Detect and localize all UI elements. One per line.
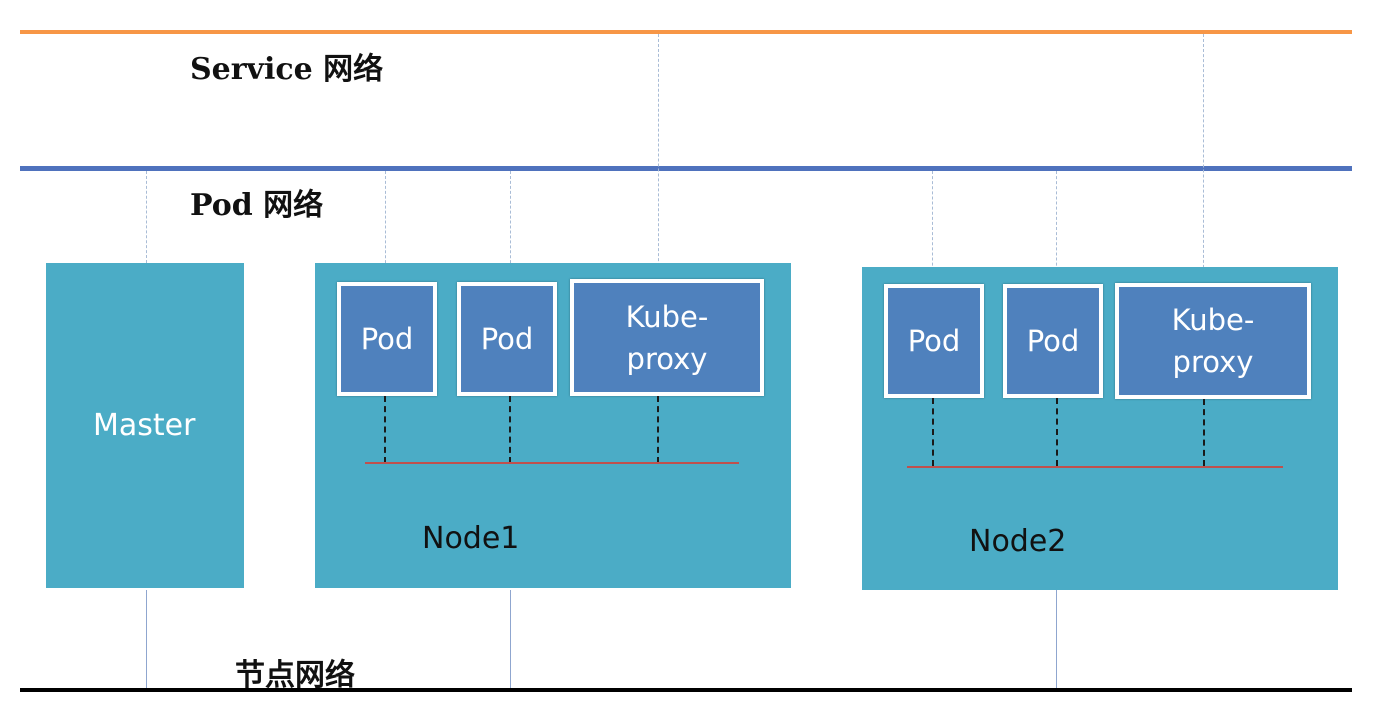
service-network-line	[20, 30, 1352, 34]
node1-pod2: Pod	[457, 282, 557, 396]
pod-connector-node2-pod1	[932, 171, 933, 286]
node-connector-node2	[1056, 590, 1057, 688]
node1-label: Node1	[422, 521, 520, 556]
node1-kube-proxy: Kube- proxy	[570, 279, 764, 396]
node2-bridge	[907, 466, 1283, 468]
pod-network-line	[20, 166, 1352, 171]
node-connector-master	[146, 590, 147, 688]
node-network-label: 节点网络	[235, 658, 355, 693]
node1-box: Pod Pod Kube- proxy Node1	[315, 263, 791, 588]
node1-link-pod2	[509, 396, 511, 463]
node2-kube-proxy: Kube- proxy	[1115, 283, 1311, 399]
node-network-line	[20, 688, 1352, 692]
node2-pod2: Pod	[1003, 284, 1103, 398]
node2-label: Node2	[969, 524, 1067, 559]
service-network-label: Service 网络	[190, 52, 384, 87]
node1-link-pod1	[384, 396, 386, 463]
pod-connector-master	[146, 171, 147, 263]
pod-connector-node1-pod2	[510, 171, 511, 283]
node-connector-node1	[510, 590, 511, 688]
node2-link-pod2	[1056, 398, 1058, 466]
node2-link-proxy	[1203, 399, 1205, 466]
service-connector-node2	[1203, 34, 1204, 288]
pod-connector-node2-pod2	[1056, 171, 1057, 286]
master-label: Master	[93, 408, 196, 443]
pod-connector-node1-pod1	[385, 171, 386, 283]
node1-bridge	[365, 462, 739, 464]
node2-pod1: Pod	[884, 284, 984, 398]
node1-pod1: Pod	[337, 282, 437, 396]
node1-link-proxy	[657, 396, 659, 463]
master-box: Master	[46, 263, 244, 588]
pod-network-label: Pod 网络	[190, 188, 324, 223]
node2-box: Pod Pod Kube- proxy Node2	[862, 267, 1338, 590]
node2-link-pod1	[932, 398, 934, 466]
service-connector-node1	[658, 34, 659, 286]
